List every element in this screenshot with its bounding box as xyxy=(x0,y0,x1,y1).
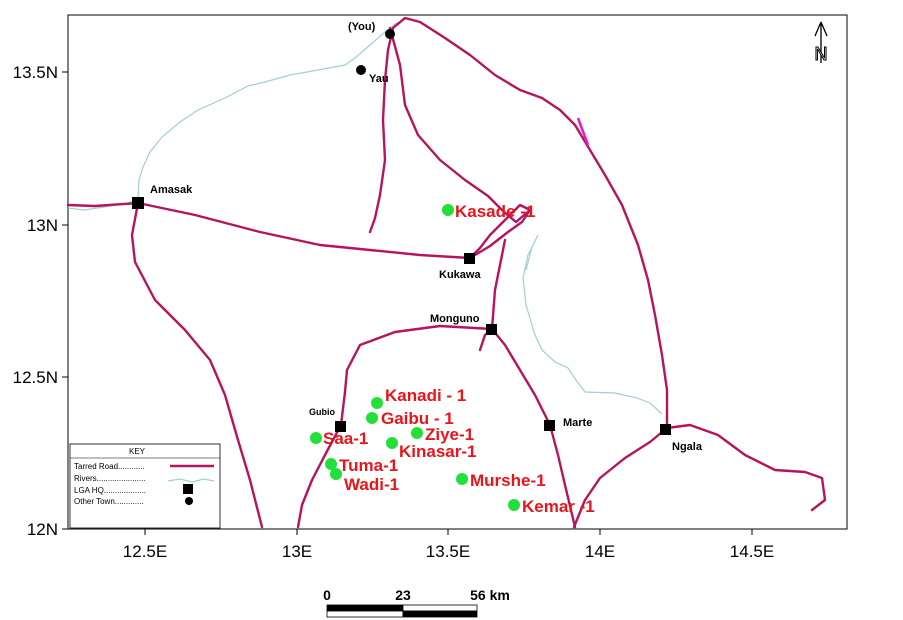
key-title: KEY xyxy=(129,447,146,456)
well-marker-tuma xyxy=(325,458,337,470)
well-label-wadi: Wadi-1 xyxy=(344,475,399,494)
map-key: KEY Tarred Road............ Rivers......… xyxy=(69,443,221,529)
key-river-swatch xyxy=(167,478,215,483)
well-marker-ziye xyxy=(411,427,423,439)
road-amasak-south xyxy=(130,201,264,529)
north-arrow-icon xyxy=(814,21,828,63)
lga-marker-gubio xyxy=(335,421,346,432)
well-label-gaibu: Gaibu - 1 xyxy=(381,409,454,428)
road-ngala-south xyxy=(572,426,669,529)
key-item-town: Other Town............. xyxy=(74,497,144,506)
road-monguno-marte xyxy=(490,327,577,529)
road-highlight xyxy=(576,117,590,146)
river-branch xyxy=(525,246,533,271)
key-lga-swatch xyxy=(183,484,193,494)
well-label-kinasar: Kinasar-1 xyxy=(399,442,476,461)
town-label-you: (You) xyxy=(348,21,376,33)
road-ngala-east xyxy=(665,423,827,512)
well-labels: Kasade -1 Kanadi - 1 Gaibu - 1 Saa-1 Ziy… xyxy=(323,202,595,516)
town-labels: (You) Yau Amasak Kukawa Monguno Gubio Ma… xyxy=(150,21,703,453)
well-markers xyxy=(310,204,520,511)
tick-marks xyxy=(62,71,753,535)
well-marker-kemar xyxy=(508,499,520,511)
road-kukawa-monguno xyxy=(490,238,507,331)
y-tick-label: 13N xyxy=(27,216,58,235)
y-tick-label: 13.5N xyxy=(13,63,58,82)
well-label-ziye: Ziye-1 xyxy=(425,425,474,444)
well-marker-kasade xyxy=(442,204,454,216)
x-tick-label: 14E xyxy=(585,542,615,561)
lga-marker-marte xyxy=(544,420,555,431)
scale-bar: 0 23 56 km xyxy=(323,587,510,618)
other-town-marker-yau xyxy=(356,65,366,75)
well-marker-murshe xyxy=(456,473,468,485)
lga-marker-kukawa xyxy=(464,253,475,264)
x-tick-label: 13.5E xyxy=(426,542,470,561)
road-kukawa-loop xyxy=(388,26,532,260)
well-label-kanadi: Kanadi - 1 xyxy=(385,386,466,405)
town-label-ngala: Ngala xyxy=(672,441,703,453)
x-axis-labels: 12.5E 13E 13.5E 14E 14.5E xyxy=(123,542,774,561)
key-item-rivers: Rivers...................... xyxy=(74,474,146,483)
key-item-lga: LGA HQ................... xyxy=(74,486,146,495)
road-north-loop-west xyxy=(368,16,669,430)
lga-marker-ngala xyxy=(660,424,671,435)
other-town-marker-you xyxy=(385,29,395,39)
y-axis-labels: 13.5N 13N 12.5N 12N xyxy=(13,63,58,539)
north-arrow: N xyxy=(814,21,828,65)
town-label-gubio: Gubio xyxy=(309,407,335,417)
well-marker-kinasar xyxy=(386,437,398,449)
well-marker-kanadi xyxy=(371,397,383,409)
y-tick-label: 12N xyxy=(27,520,58,539)
scale-label-56: 56 km xyxy=(470,587,510,603)
map-frame xyxy=(67,14,848,530)
well-label-kasade: Kasade -1 xyxy=(455,202,535,221)
well-marker-gaibu xyxy=(366,412,378,424)
key-item-road: Tarred Road............ xyxy=(74,462,145,471)
lga-marker-amasak xyxy=(132,197,144,209)
river-east xyxy=(522,234,663,415)
town-label-monguno: Monguno xyxy=(430,313,480,325)
lga-marker-monguno xyxy=(486,324,497,335)
well-label-saa: Saa-1 xyxy=(323,429,368,448)
x-tick-label: 12.5E xyxy=(123,542,167,561)
well-marker-saa xyxy=(310,432,322,444)
y-tick-label: 12.5N xyxy=(13,368,58,387)
town-label-yau: Yau xyxy=(369,73,389,85)
scale-label-23: 23 xyxy=(395,587,411,603)
x-tick-label: 14.5E xyxy=(730,542,774,561)
well-label-murshe: Murshe-1 xyxy=(470,471,546,490)
town-label-amasak: Amasak xyxy=(150,184,193,196)
key-town-swatch xyxy=(185,497,193,505)
north-label: N xyxy=(815,44,828,64)
town-markers xyxy=(132,29,671,435)
well-label-tuma: Tuma-1 xyxy=(339,456,398,475)
x-tick-label: 13E xyxy=(282,542,312,561)
town-label-marte: Marte xyxy=(563,417,592,429)
town-label-kukawa: Kukawa xyxy=(439,269,481,281)
well-label-kemar: Kemar -1 xyxy=(522,497,595,516)
well-marker-wadi xyxy=(330,468,342,480)
road-gubio-south xyxy=(296,390,347,529)
scale-label-0: 0 xyxy=(323,587,331,603)
